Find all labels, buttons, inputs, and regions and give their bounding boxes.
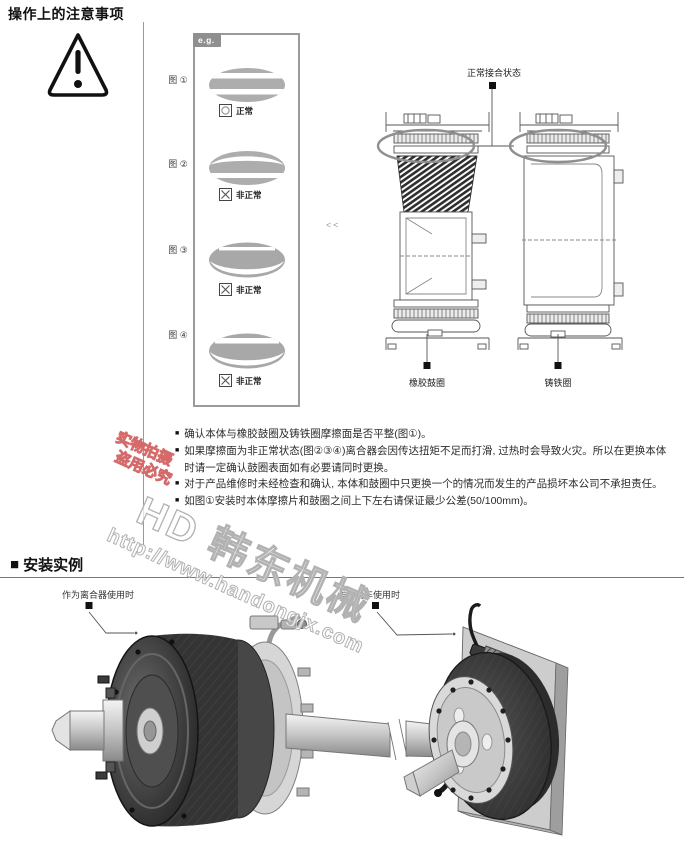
figure-2-label: 图 ②	[168, 159, 188, 169]
leader-line	[376, 611, 453, 636]
note-item: ■ 确认本体与橡胶鼓圈及铸铁圈摩擦面是否平整(图①)。	[175, 426, 675, 443]
leader-dot	[452, 632, 456, 636]
vertical-divider	[143, 22, 144, 546]
notes-list: ■ 确认本体与橡胶鼓圈及铸铁圈摩擦面是否平整(图①)。 ■ 如果摩擦面为非正常状…	[175, 426, 675, 510]
brake-render	[372, 602, 569, 836]
note-item: ■ 如果摩擦面为非正常状态(图②③④)离合器会因传达扭矩不足而打滑, 过热时会导…	[175, 443, 675, 477]
chevron-marks: <<	[326, 220, 341, 230]
left-highlight-ellipse	[376, 128, 476, 164]
leader-line	[88, 611, 134, 634]
section-divider	[0, 577, 684, 578]
left-unit-drawing	[385, 112, 490, 350]
figure-4-label: 图 ④	[168, 330, 188, 340]
status-label: 正常	[236, 105, 254, 116]
normal-checkbox-icon	[219, 104, 232, 117]
right-highlight-ellipse	[508, 128, 608, 164]
page-title: 操作上的注意事项	[8, 6, 124, 22]
marker-square	[372, 602, 379, 609]
brake-shaft	[403, 720, 480, 798]
rubber-drum-label: 橡胶鼓圈	[409, 377, 445, 388]
figure-2-status: 非正常	[219, 188, 262, 201]
status-label: 非正常	[236, 284, 262, 295]
marker-square	[554, 362, 562, 369]
figure-4-status: 非正常	[219, 374, 262, 387]
eg-tag: e.g.	[193, 33, 221, 47]
bullet: ■	[175, 430, 180, 437]
surface-figure-1	[209, 68, 285, 102]
section-marker: ■	[10, 556, 20, 573]
abnormal-checkbox-icon	[219, 283, 232, 296]
input-shaft	[51, 687, 164, 773]
surface-figure-2	[209, 151, 285, 185]
installation-section-title: ■ 安装实例	[10, 554, 83, 575]
bullet: ■	[175, 480, 180, 488]
note-text: 如图①安装时本体摩擦片和鼓圈之间上下左右请保证最少公差(50/100mm)。	[184, 495, 534, 508]
marker-square	[489, 82, 496, 89]
section-title-text: 安装实例	[23, 557, 84, 574]
note-text: 如果摩擦面为非正常状态(图②③④)离合器会因传达扭矩不足而打滑, 过热时会导致火…	[184, 444, 667, 474]
note-text: 对于产品维修时未经检查和确认, 本体和鼓圈中只更换一个的情况而发生的产品损坏本公…	[184, 478, 663, 491]
clutch-render	[51, 602, 470, 827]
watermark-red-line1: 实物拍摄	[113, 428, 176, 469]
status-label: 非正常	[236, 375, 262, 386]
figure-3-status: 非正常	[219, 283, 262, 296]
marker-square	[85, 602, 93, 609]
abnormal-checkbox-icon	[219, 374, 232, 387]
cross-section-diagram: << 正常接合状态	[326, 67, 624, 388]
note-item: ■ 对于产品维修时未经检查和确认, 本体和鼓圈中只更换一个的情况而发生的产品损坏…	[175, 476, 675, 493]
figure-1-status: 正常	[219, 104, 253, 117]
note-item: ■ 如图①安装时本体摩擦片和鼓圈之间上下左右请保证最少公差(50/100mm)。	[175, 493, 675, 510]
figure-1-label: 图 ①	[168, 75, 188, 85]
marker-square	[423, 362, 431, 369]
bullet: ■	[175, 497, 180, 505]
surface-figure-3	[209, 242, 285, 278]
bullet: ■	[175, 446, 180, 454]
note-text: 确认本体与橡胶鼓圈及铸铁圈摩擦面是否平整(图①)。	[184, 428, 432, 440]
cast-iron-ring-label: 铸铁圈	[544, 377, 571, 388]
brake-usage-caption: 作为刹车使用时	[337, 590, 401, 600]
status-label: 非正常	[236, 189, 262, 200]
drum-body	[95, 633, 275, 827]
clutch-usage-caption: 作为离合器使用时	[62, 590, 135, 600]
abnormal-checkbox-icon	[219, 188, 232, 201]
figure-3-label: 图 ③	[168, 245, 188, 255]
leader-dot	[134, 631, 138, 635]
warning-triangle-icon	[47, 33, 109, 97]
right-unit-drawing	[517, 112, 624, 350]
engagement-state-label: 正常接合状态	[467, 67, 521, 78]
surface-figure-4	[209, 333, 285, 369]
example-box: e.g. 正常 非正常	[193, 33, 300, 407]
